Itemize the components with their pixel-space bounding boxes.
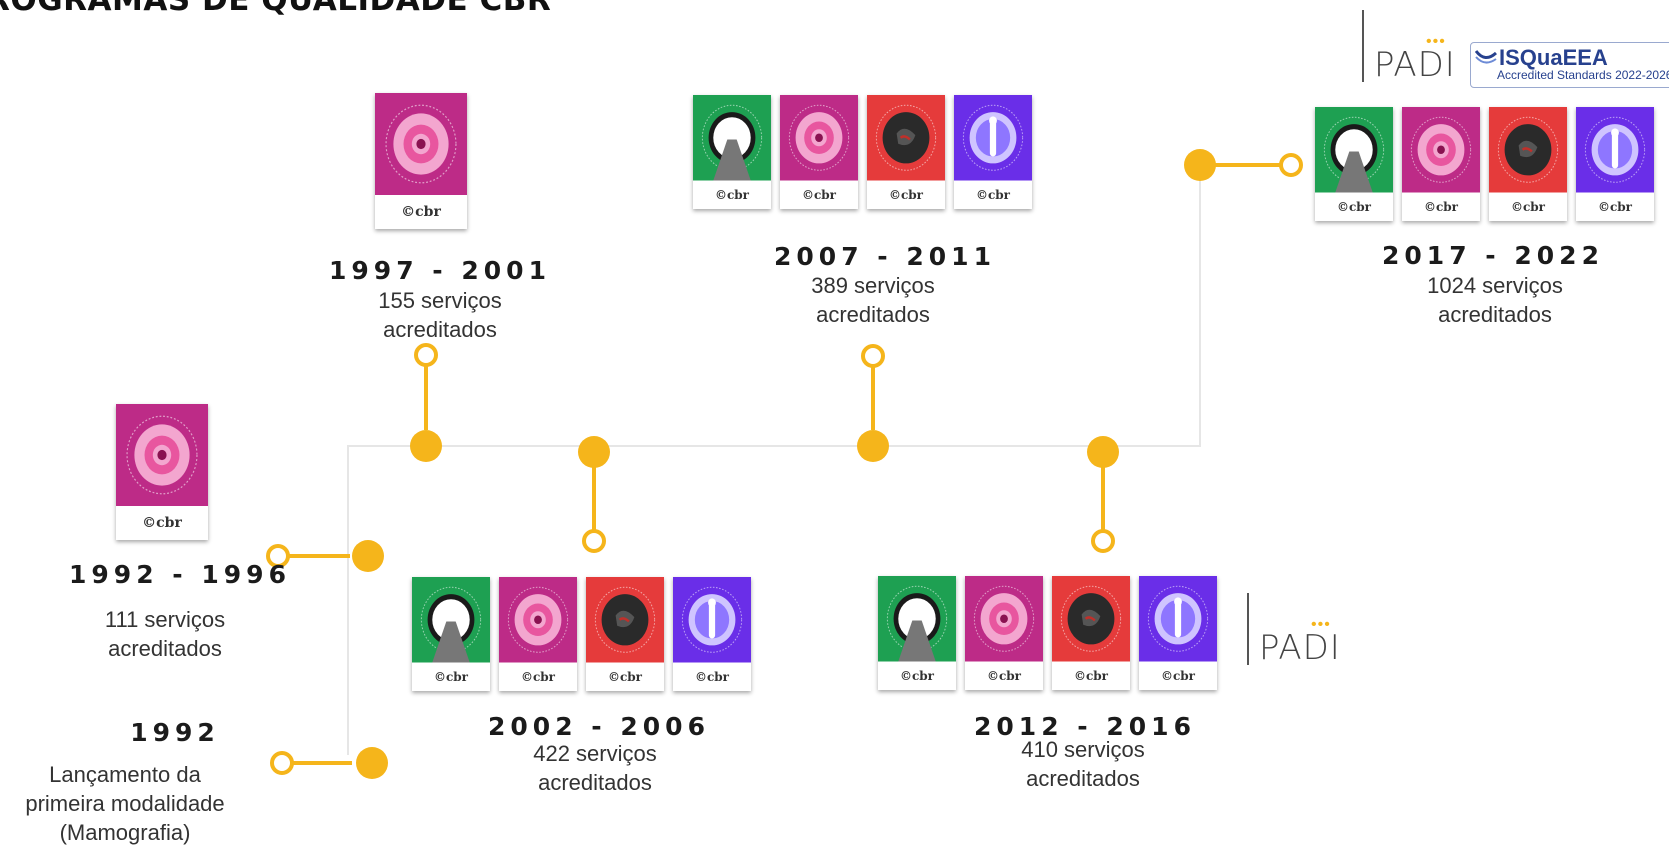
period-2012-2016: 2012 - 2016 <box>974 712 1196 741</box>
period-2002-2006: 2002 - 2006 <box>488 712 710 741</box>
badge-brand: ©cbr <box>694 669 730 684</box>
ultrassonografia-seal-icon <box>586 577 664 663</box>
badge-brand: ©cbr <box>975 187 1011 202</box>
badge-brand: ©cbr <box>1423 199 1459 214</box>
certificate-badge-ultrassonografia: ©cbr <box>586 577 664 691</box>
connector-2012-2016 <box>1087 436 1119 553</box>
badge-brand: ©cbr <box>1336 199 1372 214</box>
ultrassonografia-seal-icon <box>1489 107 1567 193</box>
ressonancia-seal-icon <box>1576 107 1654 193</box>
mamografia-seal-icon <box>965 576 1043 662</box>
connector-2007-2011 <box>857 344 889 462</box>
certificate-badge-tomografia: ©cbr <box>693 95 771 209</box>
mamografia-seal-icon <box>1402 107 1480 193</box>
period-1997-2001: 1997 - 2001 <box>329 256 551 285</box>
padi-dots-icon: ••• <box>1426 31 1446 50</box>
certificate-badge-mamografia: ©cbr <box>780 95 858 209</box>
tomografia-seal-icon <box>1315 107 1393 193</box>
connector-2002-2006 <box>578 436 610 553</box>
badge-brand: ©cbr <box>433 669 469 684</box>
badge-brand: ©cbr <box>986 668 1022 683</box>
certificate-badge-tomografia: ©cbr <box>1315 107 1393 221</box>
isqua-eea-logo: ISQuaEEA Accredited Standards 2022-2026 <box>1470 42 1669 88</box>
badge-brand: ©cbr <box>1073 668 1109 683</box>
padi-wordmark: ••• PADI <box>1259 614 1341 668</box>
certificate-badge-mamografia: ©cbr <box>116 404 208 540</box>
tomografia-seal-icon <box>412 577 490 663</box>
isqua-name: ISQuaEEA <box>1499 45 1608 70</box>
connector-1997-2001 <box>410 343 442 462</box>
mamografia-seal-icon <box>780 95 858 181</box>
connector-1992-1996 <box>266 540 384 572</box>
period-2007-2011: 2007 - 2011 <box>774 242 996 271</box>
desc-2012-2016: 410 serviços acreditados <box>1021 737 1145 791</box>
certificate-badge-ressonancia: ©cbr <box>1139 576 1217 690</box>
mamografia-seal-icon <box>116 404 208 506</box>
padi-dots-icon: ••• <box>1311 614 1331 633</box>
tomografia-seal-icon <box>693 95 771 181</box>
period-2017-2022: 2017 - 2022 <box>1382 241 1604 270</box>
certificate-badge-mamografia: ©cbr <box>499 577 577 691</box>
desc-1992-1996: 111 serviços acreditados <box>104 607 226 661</box>
period-1992: 1992 <box>130 718 220 747</box>
page-title: ROGRAMAS DE QUALIDADE CBR <box>0 0 552 18</box>
certificate-badge-tomografia: ©cbr <box>412 577 490 691</box>
certificate-badge-ultrassonografia: ©cbr <box>1052 576 1130 690</box>
padi-wordmark: ••• PADI <box>1374 31 1456 85</box>
ressonancia-seal-icon <box>954 95 1032 181</box>
ultrassonografia-seal-icon <box>867 95 945 181</box>
badge-brand: ©cbr <box>142 515 182 531</box>
badge-brand: ©cbr <box>1160 668 1196 683</box>
mamografia-seal-icon <box>375 93 467 195</box>
desc-2017-2022: 1024 serviços acreditados <box>1427 273 1563 327</box>
desc-2007-2011: 389 serviços acreditados <box>811 273 935 327</box>
period-1992-1996: 1992 - 1996 <box>69 560 291 589</box>
padi-logo-2017: ••• PADI <box>1362 10 1456 82</box>
badge-brand: ©cbr <box>899 668 935 683</box>
badge-brand: ©cbr <box>888 187 924 202</box>
desc-2002-2006: 422 serviços acreditados <box>533 741 657 795</box>
certificate-badge-ultrassonografia: ©cbr <box>867 95 945 209</box>
badge-brand: ©cbr <box>607 669 643 684</box>
certificate-badge-ultrassonografia: ©cbr <box>1489 107 1567 221</box>
ressonancia-seal-icon <box>1139 576 1217 662</box>
tomografia-seal-icon <box>878 576 956 662</box>
isqua-accreditation: Accredited Standards 2022-2026 <box>1497 68 1669 82</box>
connector-1992 <box>270 747 388 779</box>
certificate-badge-ressonancia: ©cbr <box>954 95 1032 209</box>
certificate-badge-ressonancia: ©cbr <box>1576 107 1654 221</box>
badge-brand: ©cbr <box>1510 199 1546 214</box>
certificate-badge-mamografia: ©cbr <box>1402 107 1480 221</box>
badge-brand: ©cbr <box>714 187 750 202</box>
padi-logo-2012: ••• PADI <box>1247 593 1341 665</box>
badge-brand: ©cbr <box>801 187 837 202</box>
badge-brand: ©cbr <box>401 204 441 220</box>
timeline-main-line <box>347 165 1201 755</box>
badge-brand: ©cbr <box>520 669 556 684</box>
desc-1992: Lançamento da primeira modalidade (Mamog… <box>25 762 225 845</box>
certificate-badge-mamografia: ©cbr <box>965 576 1043 690</box>
ultrassonografia-seal-icon <box>1052 576 1130 662</box>
certificate-badge-mamografia: ©cbr <box>375 93 467 229</box>
badge-brand: ©cbr <box>1597 199 1633 214</box>
certificate-badge-ressonancia: ©cbr <box>673 577 751 691</box>
ressonancia-seal-icon <box>673 577 751 663</box>
isqua-swoosh-icon <box>1475 50 1497 64</box>
connector-2017-2022 <box>1184 149 1303 181</box>
desc-1997-2001: 155 serviços acreditados <box>378 288 502 342</box>
mamografia-seal-icon <box>499 577 577 663</box>
certificate-badge-tomografia: ©cbr <box>878 576 956 690</box>
